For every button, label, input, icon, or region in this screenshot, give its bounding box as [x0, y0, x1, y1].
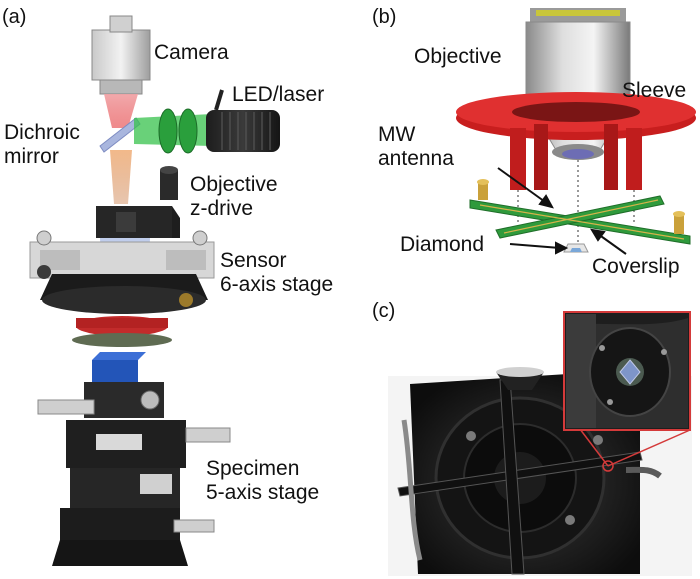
- sensor-stage-label-line2: 6-axis stage: [220, 273, 334, 296]
- objective-zdrive-label-line1: Objective: [190, 173, 278, 196]
- led-laser-label: LED/laser: [232, 83, 325, 106]
- objective-label: Objective: [414, 45, 502, 68]
- dichroic-mirror-label-line1: Dichroic: [4, 121, 80, 144]
- sensor-stage-label-line1: Sensor: [220, 249, 287, 272]
- diamond-label: Diamond: [400, 233, 485, 256]
- panel-label-b: (b): [372, 6, 397, 28]
- mw-antenna-label-line2: antenna: [378, 147, 454, 170]
- panel-b-illustration: [456, 8, 696, 255]
- coverslip-label: Coverslip: [592, 255, 680, 278]
- specimen-stage-label-line1: Specimen: [206, 457, 300, 480]
- panel-a-illustration: [29, 15, 280, 566]
- panel-label-a: (a): [2, 6, 27, 28]
- objective-zdrive-label-line2: z-drive: [190, 197, 254, 220]
- camera-label: Camera: [154, 41, 229, 64]
- sleeve-label: Sleeve: [622, 79, 687, 102]
- panel-c-zoom-inset: [563, 311, 691, 431]
- panel-label-c: (c): [372, 300, 396, 322]
- dichroic-mirror-label-line2: mirror: [4, 145, 59, 168]
- mw-antenna-label-line1: MW: [378, 123, 416, 146]
- specimen-stage-label-line2: 5-axis stage: [206, 481, 320, 504]
